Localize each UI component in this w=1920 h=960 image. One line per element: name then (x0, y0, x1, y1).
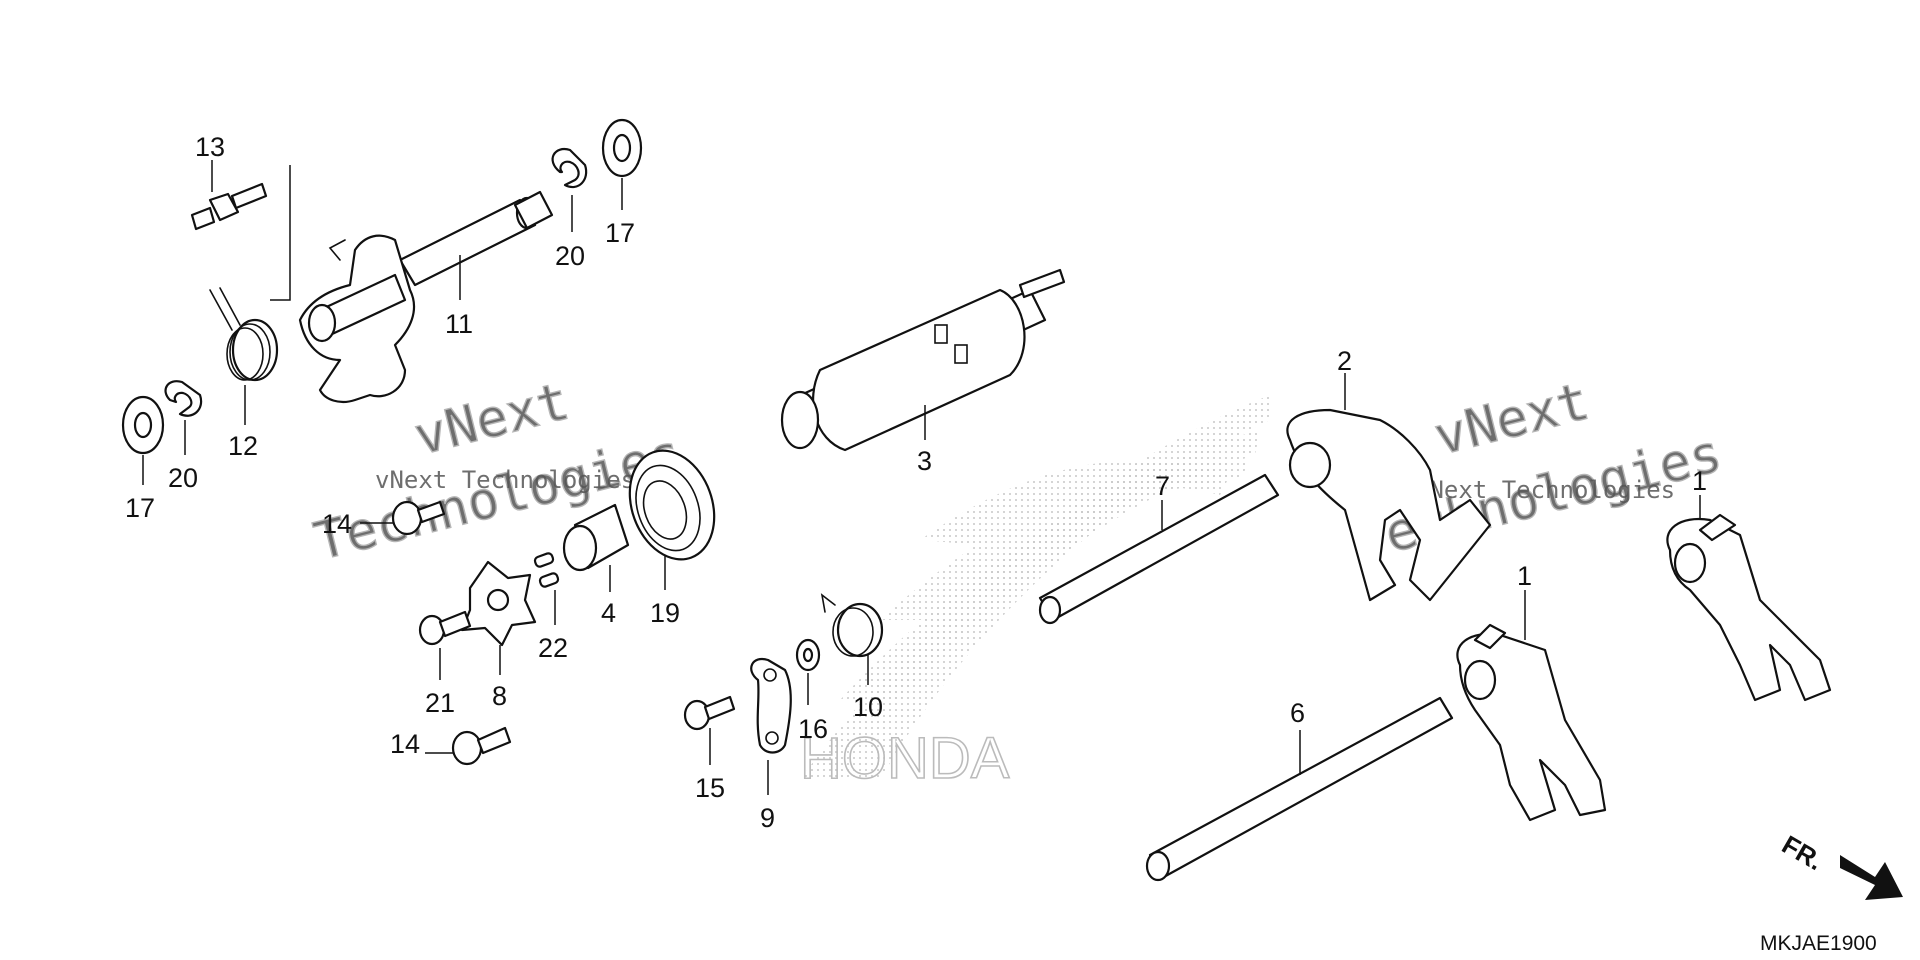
callout-10: 10 (853, 692, 883, 722)
honda-brand-watermark: HONDA (800, 726, 1010, 791)
callout-16: 16 (798, 714, 828, 744)
part-14-bolt-top (360, 500, 446, 536)
svg-text:vNext Technologies: vNext Technologies (375, 466, 635, 494)
svg-text:vNext Technologies: vNext Technologies (1415, 476, 1675, 504)
callout-19: 19 (650, 598, 680, 628)
part-12-return-spring (209, 287, 279, 425)
honda-wing-logo: HONDA (799, 395, 1270, 792)
callout-9: 9 (760, 803, 775, 833)
callout-13: 13 (195, 132, 225, 162)
part-17-washer-left (121, 395, 165, 485)
part-15-bolt (683, 695, 736, 765)
callout-14-top: 14 (322, 509, 352, 539)
callout-8: 8 (492, 681, 507, 711)
part-8-stopper-plate (460, 560, 537, 675)
front-direction-marker: FR. (1777, 829, 1903, 900)
callout-15: 15 (695, 773, 725, 803)
callout-2: 2 (1337, 346, 1352, 376)
callout-6: 6 (1290, 698, 1305, 728)
diagram-code: MKJAE1900 (1760, 932, 1877, 955)
part-19-bearing (628, 449, 716, 590)
callout-21: 21 (425, 688, 455, 718)
callout-11: 11 (445, 309, 473, 339)
part-14-bolt-bottom (425, 726, 512, 766)
svg-text:FR.: FR. (1777, 829, 1828, 876)
part-11-shift-spindle (298, 190, 554, 404)
part-21-bolt (418, 610, 472, 680)
svg-text:vNext: vNext (1429, 372, 1595, 468)
callout-20-left: 20 (168, 463, 198, 493)
part-20-circlip-left (164, 380, 203, 455)
part-13-bolt (190, 160, 291, 301)
part-20-circlip-top (551, 147, 588, 232)
callout-1-center: 1 (1517, 561, 1532, 591)
callout-labels: 13 11 20 17 12 20 17 3 14 14 21 8 22 4 1… (125, 132, 1707, 833)
part-1-shift-fork-right (1666, 495, 1832, 702)
callout-17-left: 17 (125, 493, 155, 523)
watermark-left: vNext Technologies vNext Technologies (308, 371, 688, 573)
callout-1-right: 1 (1692, 466, 1707, 496)
callout-12: 12 (228, 431, 258, 461)
part-9-stopper-arm (750, 657, 792, 795)
callout-4: 4 (601, 598, 616, 628)
part-3-shift-drum (780, 268, 1066, 452)
callout-3: 3 (917, 446, 932, 476)
part-1-shift-fork-center (1456, 590, 1607, 822)
part-16-washer (795, 638, 821, 705)
part-6-fork-shaft (1145, 696, 1454, 882)
part-22-dowel-pins (533, 552, 560, 625)
callout-22: 22 (538, 633, 568, 663)
callout-17-top: 17 (605, 218, 635, 248)
part-10-spring (820, 593, 884, 685)
part-7-fork-shaft (1038, 473, 1280, 625)
callout-14-bottom: 14 (390, 729, 420, 759)
part-17-washer-top (601, 118, 643, 210)
callout-20-top: 20 (555, 241, 585, 271)
callout-7: 7 (1155, 471, 1170, 501)
part-4-collar (562, 503, 630, 592)
part-2-shift-fork (1286, 373, 1492, 602)
